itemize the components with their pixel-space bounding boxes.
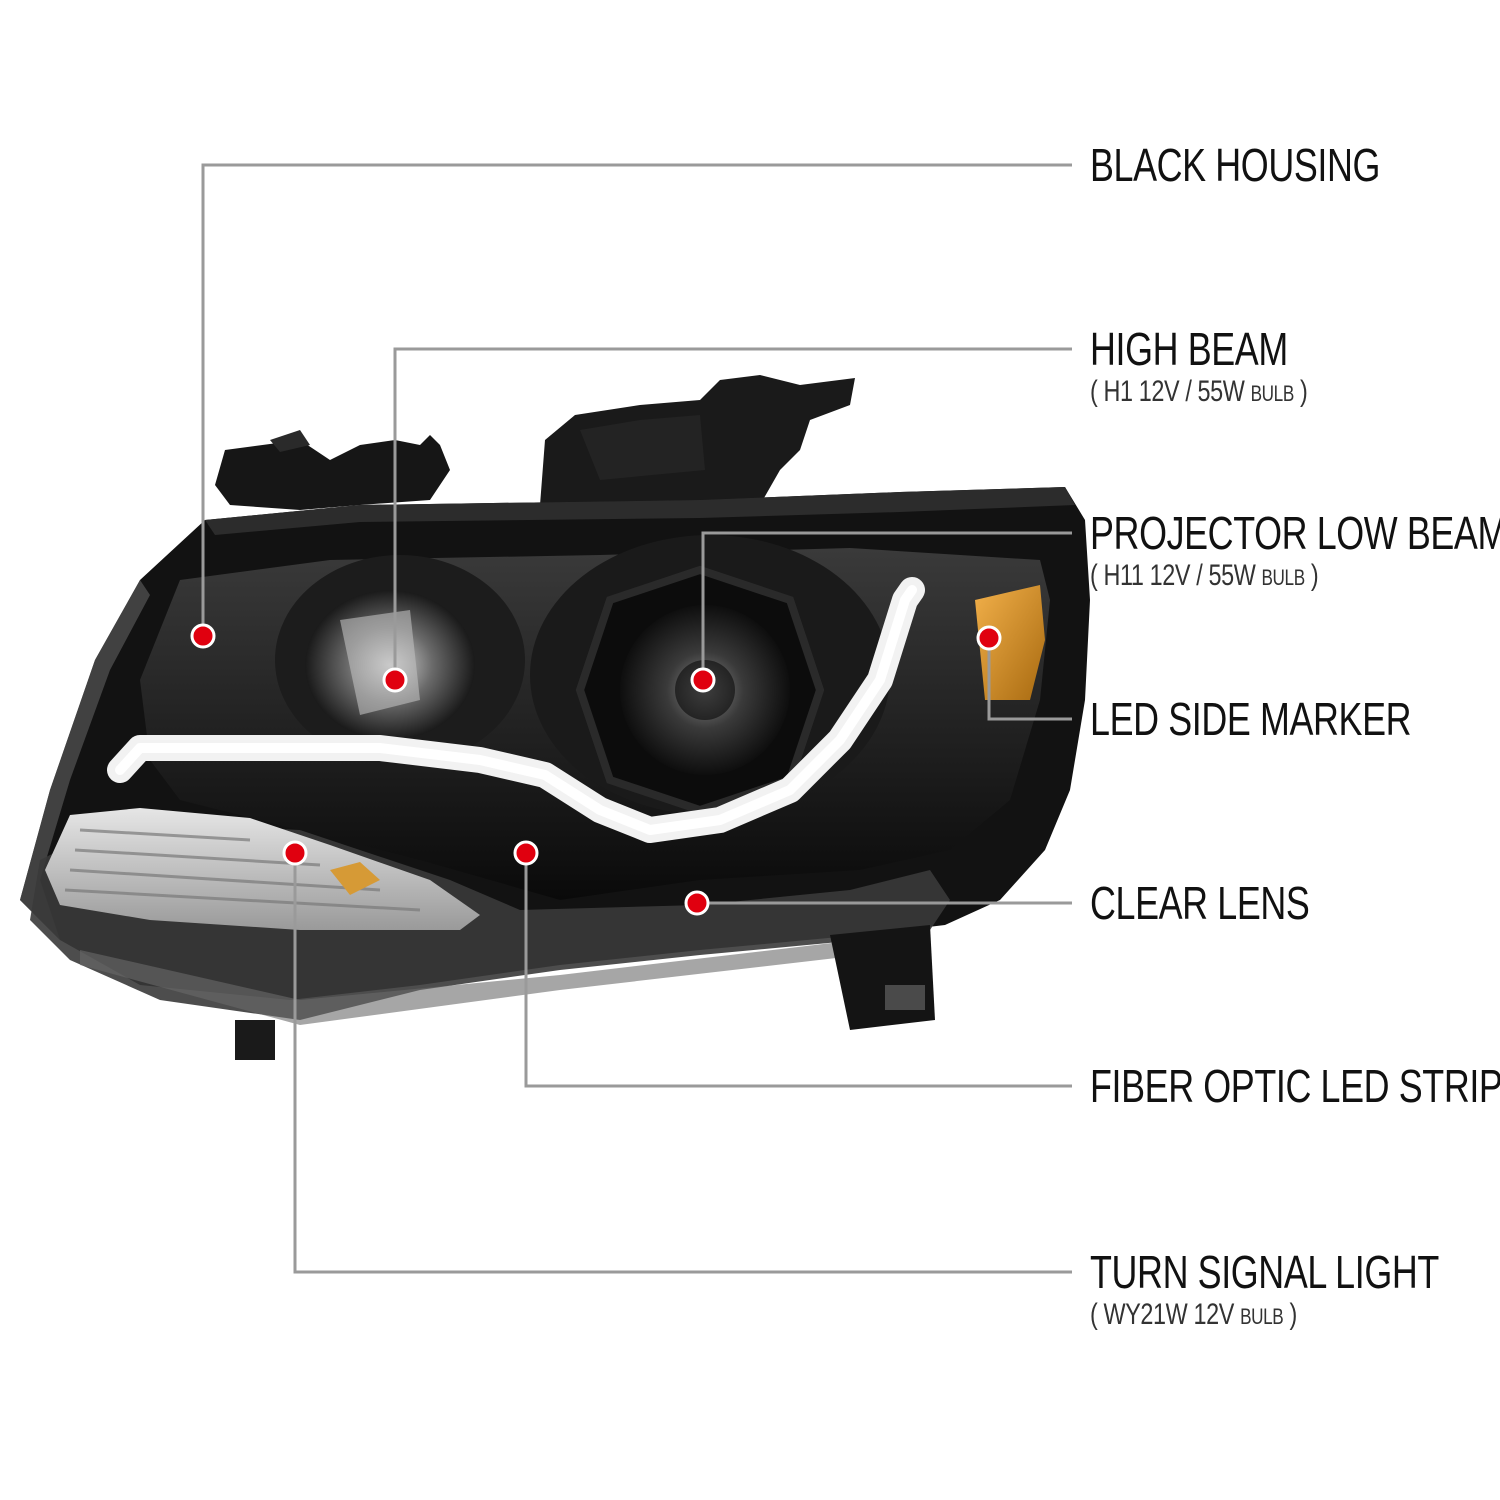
mounting-bracket-right <box>540 375 855 505</box>
callout-led-side-marker: LED SIDE MARKER <box>1090 693 1412 745</box>
callout-title: PROJECTOR LOW BEAM <box>1090 507 1500 559</box>
callout-turn-signal-light: TURN SIGNAL LIGHT ( WY21W 12V BULB ) <box>1090 1247 1439 1335</box>
leader-high-beam <box>393 347 1072 680</box>
dot-black-housing <box>190 623 216 649</box>
turn-signal-chamber <box>45 808 480 930</box>
dot-fiber-optic-led-strip <box>513 840 539 866</box>
mounting-bracket-left <box>215 430 450 510</box>
callout-title: CLEAR LENS <box>1090 877 1310 929</box>
callout-bulb-spec: ( H11 12V / 55W BULB ) <box>1090 559 1319 592</box>
led-side-marker-lens <box>975 585 1045 700</box>
callout-bulb-spec: ( H1 12V / 55W BULB ) <box>1090 375 1308 408</box>
callout-title: FIBER OPTIC LED STRIP <box>1090 1060 1500 1112</box>
callout-title: TURN SIGNAL LIGHT <box>1090 1246 1439 1298</box>
callout-black-housing: BLACK HOUSING <box>1090 140 1380 190</box>
dot-clear-lens <box>684 890 710 916</box>
leader-fiber-optic-led-strip <box>524 853 1072 1088</box>
callout-title: LED SIDE MARKER <box>1090 693 1412 745</box>
callout-projector-low-beam: PROJECTOR LOW BEAM ( H11 12V / 55W BULB … <box>1090 508 1500 596</box>
callout-clear-lens: CLEAR LENS <box>1090 877 1310 929</box>
leader-black-housing <box>201 163 1072 636</box>
dot-led-side-marker <box>976 625 1002 651</box>
bottom-connectors <box>235 925 935 1060</box>
callout-high-beam: HIGH BEAM ( H1 12V / 55W BULB ) <box>1090 323 1308 412</box>
dot-turn-signal-light <box>282 840 308 866</box>
dot-projector-low-beam <box>690 667 716 693</box>
callout-fiber-optic-led-strip: FIBER OPTIC LED STRIP <box>1090 1061 1500 1111</box>
dot-high-beam <box>382 667 408 693</box>
callout-bulb-spec: ( WY21W 12V BULB ) <box>1090 1298 1297 1331</box>
leader-led-side-marker <box>987 638 1072 721</box>
callout-title: BLACK HOUSING <box>1090 139 1381 191</box>
callout-title: HIGH BEAM <box>1090 323 1288 375</box>
housing-top-rim <box>205 487 1075 535</box>
leader-projector-low-beam <box>701 531 1072 680</box>
leader-turn-signal-light <box>293 853 1072 1274</box>
